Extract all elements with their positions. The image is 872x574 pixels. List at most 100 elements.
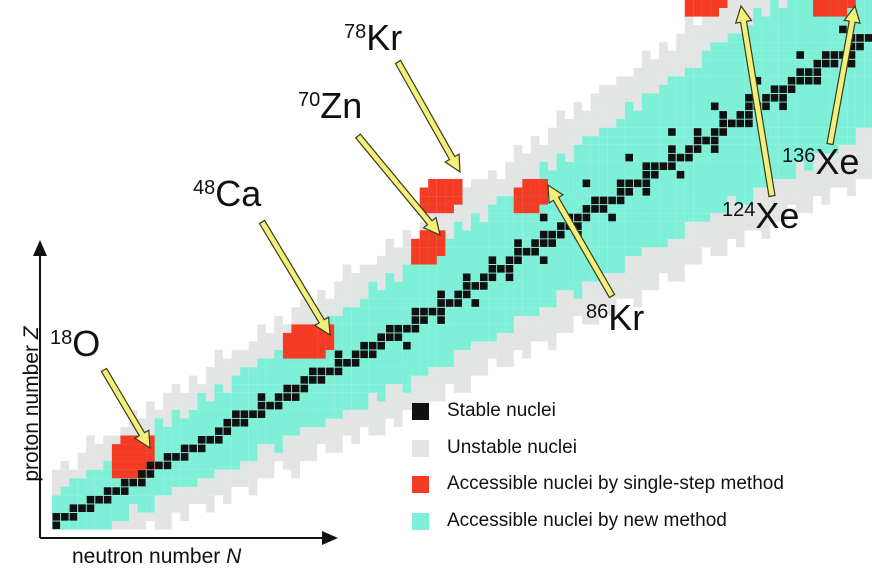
new-method-cell: [676, 84, 685, 94]
single-step-cell: [137, 444, 147, 453]
stable-nucleus: [155, 461, 163, 470]
unstable-cell: [205, 495, 215, 504]
new-method-cell: [736, 144, 745, 154]
unstable-cell: [334, 307, 343, 316]
unstable-cell: [667, 50, 677, 60]
unstable-cell: [137, 418, 147, 427]
new-method-cell: [265, 358, 275, 368]
unstable-cell: [342, 281, 352, 291]
unstable-cell: [727, 221, 737, 231]
unstable-cell: [325, 298, 335, 308]
new-method-cell: [342, 367, 352, 376]
stable-nucleus: [146, 461, 155, 470]
new-method-cell: [778, 110, 788, 120]
mass-number: 18: [50, 327, 73, 349]
unstable-cell: [667, 273, 677, 282]
unstable-cell: [411, 375, 420, 385]
unstable-cell: [291, 444, 300, 453]
new-method-cell: [855, 59, 865, 68]
new-method-cell: [146, 495, 155, 504]
stable-nucleus: [736, 111, 745, 119]
single-step-cell: [291, 341, 300, 350]
stable-nucleus: [514, 247, 522, 256]
new-method-cell: [693, 93, 702, 103]
new-method-cell: [718, 50, 728, 60]
unstable-cell: [103, 435, 112, 445]
new-method-cell: [556, 153, 566, 162]
legend-label: Unstable nuclei: [447, 436, 577, 458]
single-step-cell: [513, 204, 523, 214]
stable-nucleus: [668, 128, 676, 136]
new-method-cell: [744, 161, 754, 171]
new-method-cell: [462, 238, 471, 248]
single-step-cell: [693, 8, 702, 17]
unstable-cell: [376, 418, 386, 427]
new-method-cell: [513, 230, 523, 239]
new-method-cell: [462, 324, 471, 333]
new-method-cell: [607, 221, 617, 231]
stable-nucleus: [480, 282, 488, 290]
single-step-cell: [128, 435, 138, 445]
new-method-cell: [650, 213, 660, 222]
new-method-cell: [402, 307, 412, 316]
new-method-cell: [282, 409, 292, 419]
unstable-cell: [547, 315, 557, 325]
new-method-cell: [334, 409, 343, 419]
new-method-cell: [710, 179, 719, 188]
unstable-cell: [718, 213, 728, 222]
unstable-cell: [565, 136, 574, 145]
unstable-cell: [565, 315, 574, 325]
stable-nucleus: [283, 384, 291, 393]
unstable-cell: [342, 298, 352, 308]
new-method-cell: [402, 367, 412, 376]
new-method-cell: [727, 84, 737, 94]
unstable-cell: [642, 59, 651, 68]
new-method-cell: [325, 315, 335, 325]
unstable-cell: [248, 341, 258, 350]
unstable-cell: [590, 110, 600, 120]
new-method-cell: [436, 332, 446, 342]
new-method-cell: [556, 273, 566, 282]
unstable-cell: [334, 444, 343, 453]
unstable-cell: [573, 307, 583, 316]
new-method-cell: [599, 247, 608, 256]
new-method-cell: [847, 76, 856, 85]
unstable-cell: [607, 93, 617, 103]
new-method-cell: [231, 392, 241, 402]
new-method-cell: [505, 204, 514, 214]
new-method-cell: [616, 247, 625, 256]
new-method-cell: [462, 307, 471, 316]
stable-nucleus: [420, 316, 428, 324]
new-method-cell: [385, 281, 395, 291]
stable-nucleus: [411, 324, 420, 333]
new-method-cell: [718, 76, 728, 85]
new-method-cell: [659, 144, 668, 154]
new-method-cell: [864, 8, 872, 17]
new-method-cell: [736, 67, 745, 77]
single-step-cell: [838, 0, 848, 9]
new-method-cell: [770, 102, 779, 111]
unstable-cell: [599, 102, 608, 111]
new-method-cell: [787, 136, 796, 145]
new-method-cell: [496, 324, 506, 333]
new-method-cell: [770, 67, 779, 77]
new-method-cell: [642, 204, 651, 214]
new-method-cell: [547, 247, 557, 256]
unstable-cell: [453, 384, 463, 393]
unstable-cell: [128, 512, 138, 522]
new-method-cell: [163, 478, 172, 487]
new-method-cell: [539, 298, 548, 308]
new-method-cell: [342, 384, 352, 393]
new-method-cell: [376, 290, 386, 299]
new-method-cell: [727, 50, 737, 60]
stable-nucleus: [300, 376, 309, 384]
new-method-cell: [205, 461, 215, 470]
stable-nucleus: [728, 119, 736, 128]
unstable-cell: [513, 332, 523, 342]
new-method-cell: [394, 315, 403, 325]
unstable-cell: [539, 307, 548, 316]
new-method-cell: [582, 136, 591, 145]
new-method-cell: [650, 230, 660, 239]
new-method-cell: [445, 341, 454, 350]
new-method-cell: [787, 127, 796, 137]
